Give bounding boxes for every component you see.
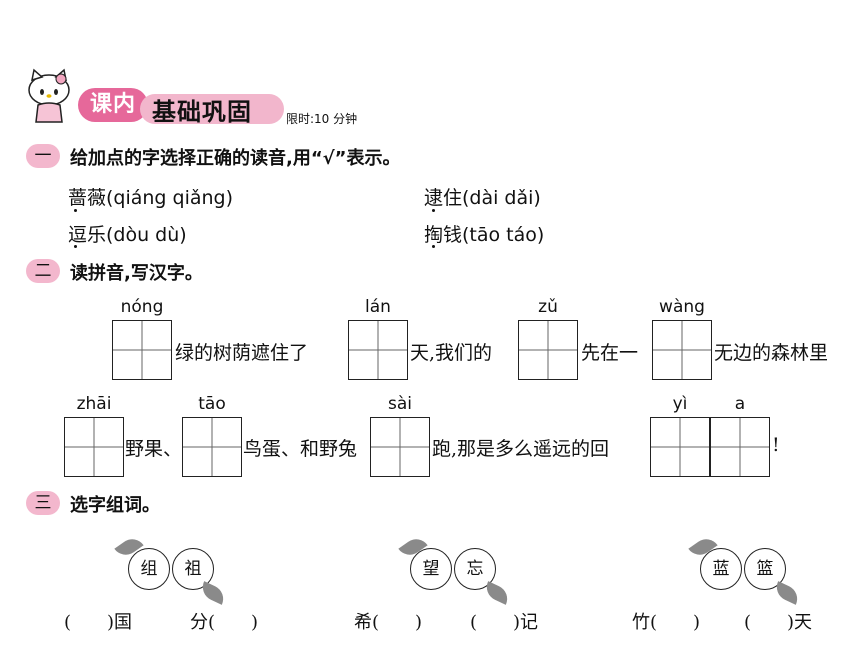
answer-blank[interactable]: ( )国 bbox=[64, 612, 133, 633]
section-badge-1: 一 bbox=[26, 144, 60, 168]
option-char: 蓝 bbox=[700, 548, 742, 590]
emphasis-dot bbox=[432, 245, 435, 248]
section-badge-2: 二 bbox=[26, 259, 60, 283]
leaf-icon bbox=[198, 581, 228, 605]
time-limit: 限时:10 分钟 bbox=[286, 112, 358, 126]
pinyin-label: sài bbox=[388, 394, 412, 414]
pinyin-label: tāo bbox=[198, 394, 226, 414]
writing-box[interactable] bbox=[112, 320, 172, 380]
emphasis-dot bbox=[432, 209, 435, 212]
writing-box[interactable] bbox=[64, 417, 124, 477]
writing-box[interactable] bbox=[650, 417, 710, 477]
sentence-text: 无边的森林里 bbox=[714, 342, 829, 364]
answer-blank[interactable]: 分( ) bbox=[190, 612, 259, 633]
option-char: 篮 bbox=[744, 548, 786, 590]
answer-blank[interactable]: ( )记 bbox=[470, 612, 539, 633]
page-title: 基础巩固 bbox=[152, 98, 252, 126]
sentence-text: 先在一 bbox=[581, 342, 639, 364]
pinyin-label: zǔ bbox=[538, 297, 558, 317]
pinyin-label: a bbox=[734, 394, 746, 414]
question-item: 蔷薇(qiáng qiǎng) bbox=[68, 187, 234, 209]
leaf-icon bbox=[482, 581, 512, 605]
writing-box[interactable] bbox=[710, 417, 770, 477]
writing-box[interactable] bbox=[182, 417, 242, 477]
question-item: 逮住(dài dǎi) bbox=[424, 187, 541, 209]
question-item: 逗乐(dòu dù) bbox=[68, 224, 187, 246]
writing-box[interactable] bbox=[652, 320, 712, 380]
option-char: 组 bbox=[128, 548, 170, 590]
pinyin-label: wàng bbox=[659, 297, 705, 317]
answer-blank[interactable]: 希( ) bbox=[354, 612, 423, 633]
writing-box[interactable] bbox=[518, 320, 578, 380]
pinyin-label: zhāi bbox=[76, 394, 112, 414]
leaf-icon bbox=[772, 581, 802, 605]
pinyin-label: nóng bbox=[120, 297, 164, 317]
sentence-text: ! bbox=[772, 434, 780, 456]
section-title-1: 给加点的字选择正确的读音,用“√”表示。 bbox=[70, 148, 401, 169]
sentence-text: 跑,那是多么遥远的回 bbox=[432, 438, 610, 460]
lesson-tag: 课内 bbox=[78, 88, 148, 122]
section-title-3: 选字组词。 bbox=[70, 495, 160, 516]
section-badge-3: 三 bbox=[26, 491, 60, 515]
sentence-text: 绿的树荫遮住了 bbox=[175, 342, 309, 364]
sentence-text: 天,我们的 bbox=[410, 342, 493, 364]
question-item: 掏钱(tāo táo) bbox=[424, 224, 545, 246]
writing-box[interactable] bbox=[348, 320, 408, 380]
hello-kitty-icon bbox=[28, 68, 70, 123]
section-title-2: 读拼音,写汉字。 bbox=[70, 263, 203, 284]
answer-blank[interactable]: 竹( ) bbox=[632, 612, 701, 633]
sentence-text: 鸟蛋、和野兔 bbox=[243, 438, 358, 460]
writing-box[interactable] bbox=[370, 417, 430, 477]
pinyin-label: yì bbox=[672, 394, 688, 414]
answer-blank[interactable]: ( )天 bbox=[744, 612, 813, 633]
emphasis-dot bbox=[74, 209, 77, 212]
pinyin-label: lán bbox=[365, 297, 391, 317]
sentence-text: 野果、 bbox=[125, 438, 183, 460]
emphasis-dot bbox=[74, 245, 77, 248]
title-banner bbox=[140, 94, 284, 124]
option-char: 望 bbox=[410, 548, 452, 590]
